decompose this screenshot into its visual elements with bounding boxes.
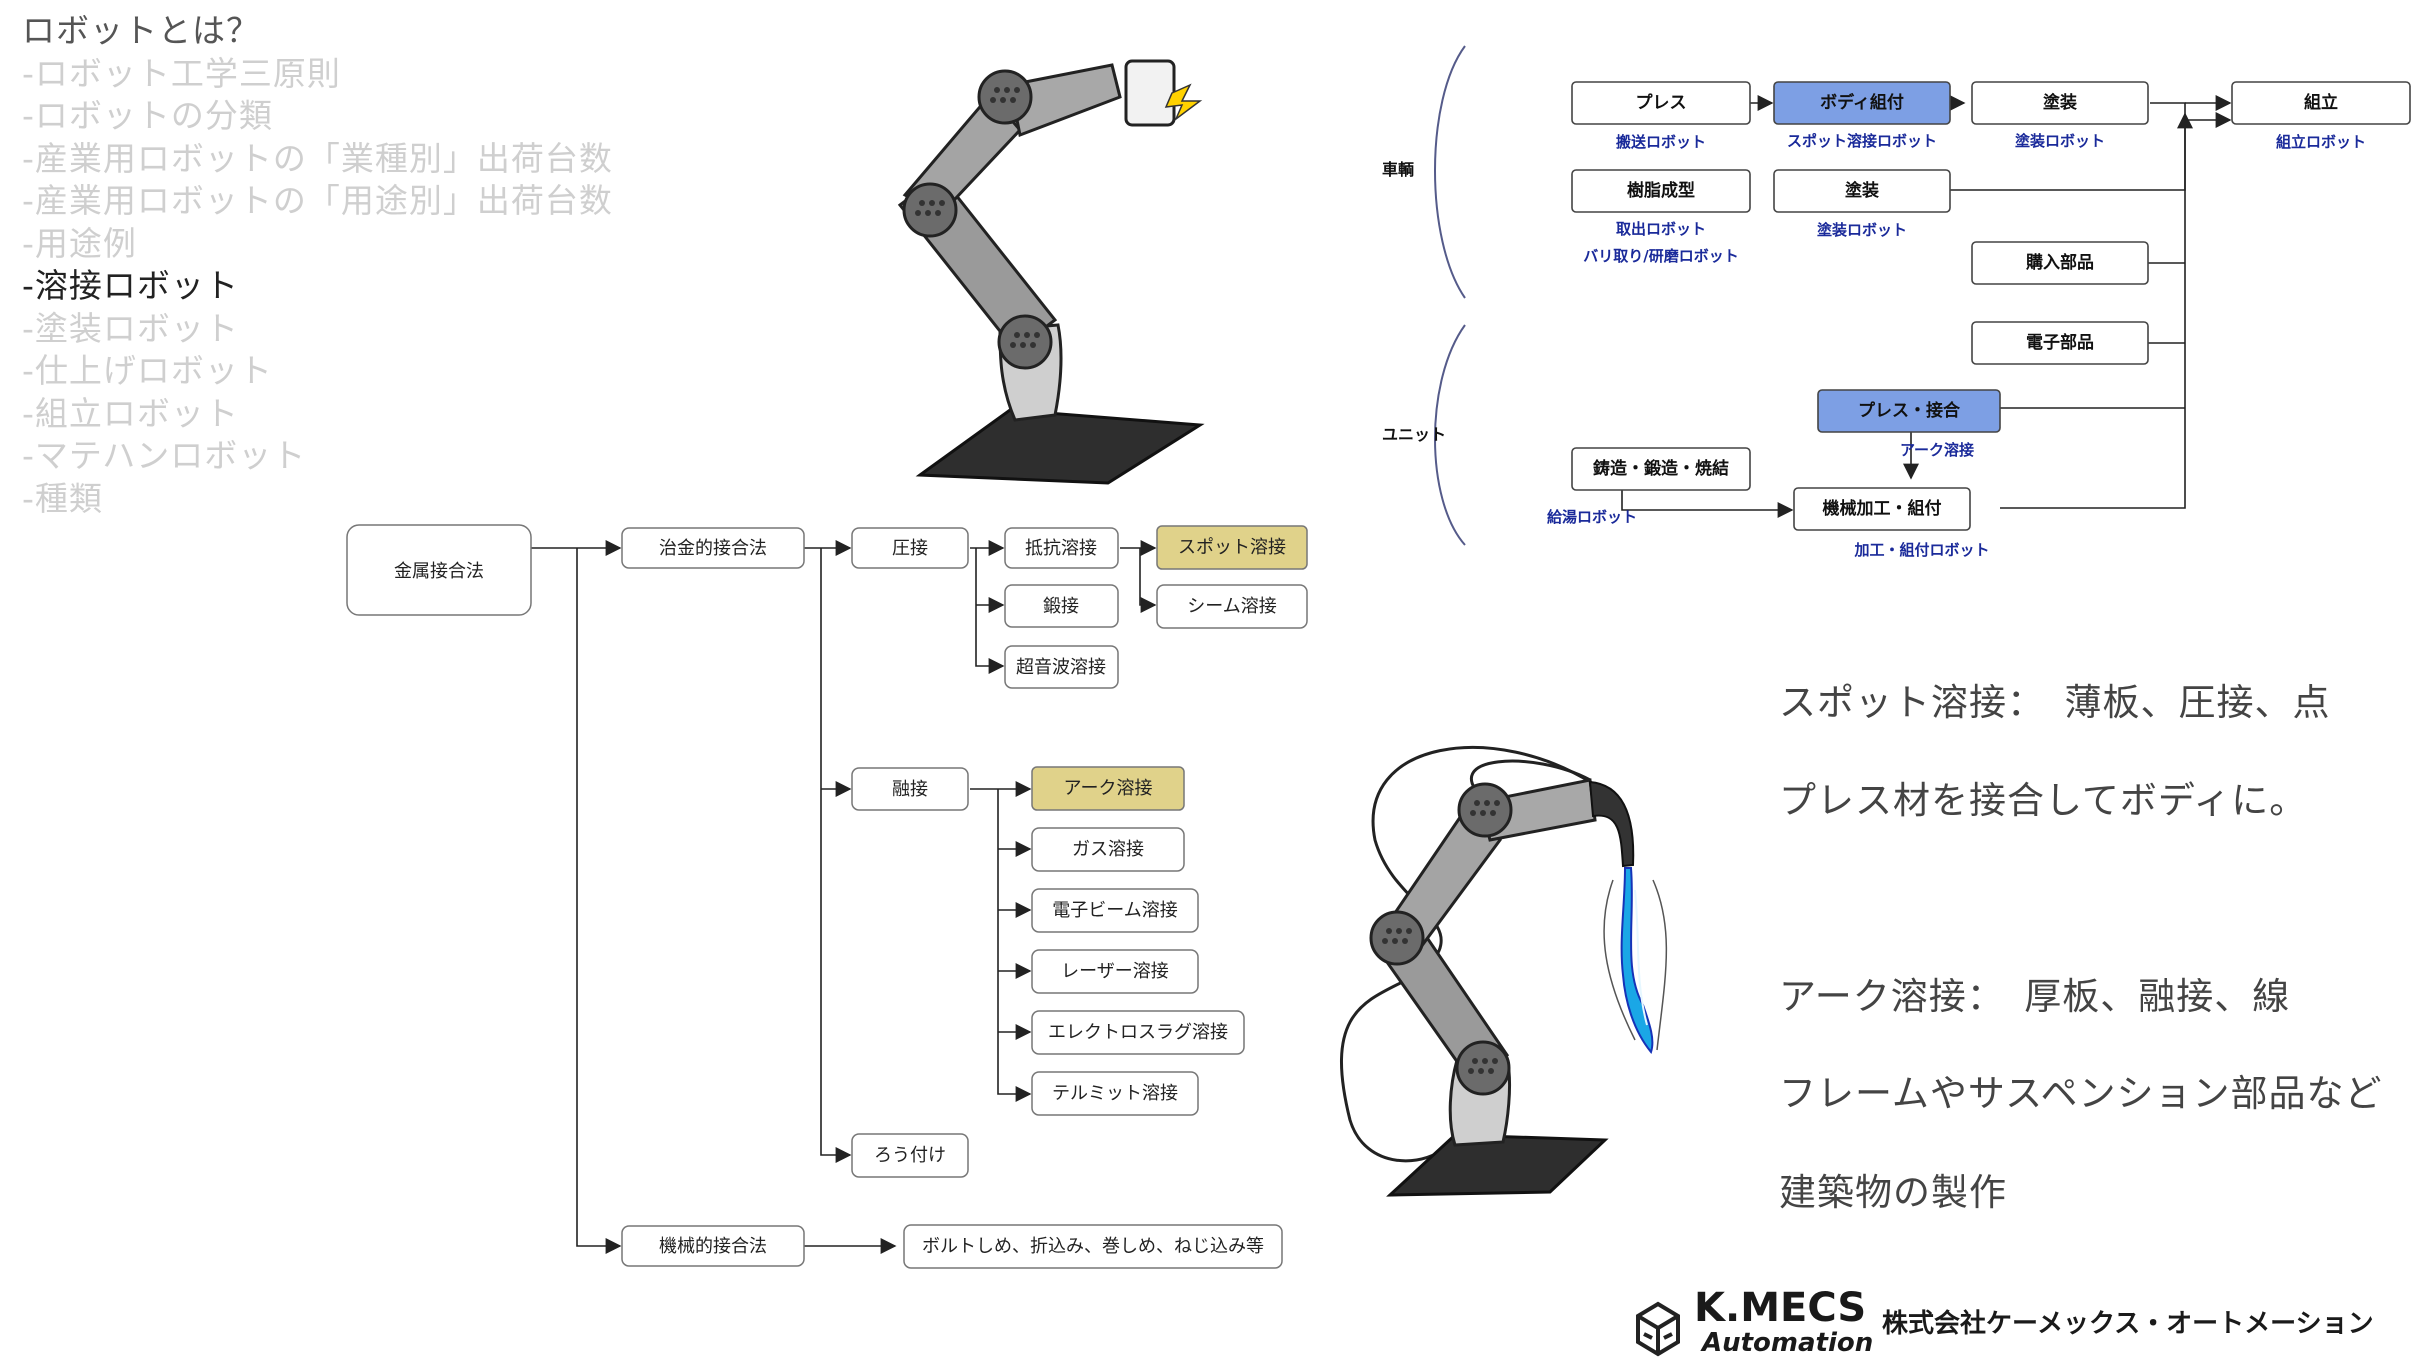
node-ultrasonic-label: 超音波溶接 xyxy=(1016,657,1106,678)
node-arc-welding xyxy=(1031,766,1185,811)
process-paint-2 xyxy=(1773,169,1951,213)
process-assembly xyxy=(2231,81,2411,125)
nav-item-shipments-application[interactable]: -産業用ロボットの「用途別」出荷台数 xyxy=(22,181,613,220)
node-forge-label: 鍛接 xyxy=(1043,596,1079,617)
node-mechanical-label: 機械的接合法 xyxy=(659,1236,767,1257)
node-spot-welding xyxy=(1156,525,1308,570)
process-press xyxy=(1571,81,1751,125)
node-thermit-welding xyxy=(1031,1071,1199,1116)
process-assembly-robot: 組立ロボット xyxy=(2276,133,2366,151)
process-paint-label: 塗装 xyxy=(2043,92,2077,113)
process-paint-2-robot: 塗装ロボット xyxy=(1817,221,1907,239)
process-electronic-parts xyxy=(1971,321,2149,365)
company-name: 株式会社ケーメックス・オートメーション xyxy=(1882,1308,2374,1339)
node-metal-joining xyxy=(346,524,532,616)
process-purchased-parts-label: 購入部品 xyxy=(2026,252,2094,273)
node-metallurgical-label: 治金的接合法 xyxy=(659,538,767,559)
node-electroslag-welding xyxy=(1031,1010,1245,1055)
process-paint xyxy=(1971,81,2149,125)
process-assembly-label: 組立 xyxy=(2304,92,2338,113)
nav-item-assembly-robot[interactable]: -組立ロボット xyxy=(22,393,239,433)
process-press-join-robot: アーク溶接 xyxy=(1900,441,1974,459)
nav-item-painting-robot[interactable]: -塗装ロボット xyxy=(22,308,239,348)
logo-sub-text: Automation xyxy=(1700,1328,1873,1358)
node-mechanical xyxy=(621,1225,805,1267)
spot-note-line2: プレス材を接合してボディに。 xyxy=(1779,779,2308,822)
node-resistance-label: 抵抗溶接 xyxy=(1025,538,1097,559)
node-laser-welding xyxy=(1031,949,1199,994)
nav-item-robot-what[interactable]: ロボットとは？ xyxy=(22,11,260,50)
node-pressure-label: 圧接 xyxy=(892,538,928,559)
process-press-join-label: プレス・接合 xyxy=(1858,400,1961,421)
node-metallurgical xyxy=(621,527,805,569)
node-arc-welding-label: アーク溶接 xyxy=(1064,778,1153,799)
nav-item-finishing-robot[interactable]: -仕上げロボット xyxy=(22,351,273,390)
process-press-robot: 搬送ロボット xyxy=(1616,133,1706,151)
nav-item-classification[interactable]: -ロボットの分類 xyxy=(22,96,273,135)
process-press-label: プレス xyxy=(1636,92,1687,113)
node-resistance xyxy=(1004,527,1119,569)
process-resin-robot-1: 取出ロボット xyxy=(1616,220,1706,238)
spot-note-line1: スポット溶接： 薄板、圧接、点 xyxy=(1779,681,2331,724)
process-press-join xyxy=(1817,389,2001,433)
node-brazing xyxy=(851,1133,969,1178)
process-electronic-parts-label: 電子部品 xyxy=(2026,332,2094,353)
node-laser-welding-label: レーザー溶接 xyxy=(1061,961,1169,982)
process-casting-label: 鋳造・鍛造・焼結 xyxy=(1593,458,1729,479)
node-gas-welding-label: ガス溶接 xyxy=(1072,839,1144,860)
node-fusion-label: 融接 xyxy=(892,779,928,800)
node-seam-welding xyxy=(1156,584,1308,629)
nav-item-three-laws[interactable]: -ロボット工学三原則 xyxy=(22,53,341,93)
unit-group-label: ユニット xyxy=(1382,425,1446,444)
nav-item-welding-robot[interactable]: -溶接ロボット xyxy=(22,266,239,305)
process-resin-molding xyxy=(1571,169,1751,213)
arc-note-line1: アーク溶接： 厚板、融接、線 xyxy=(1779,975,2291,1018)
process-casting-robot: 給湯ロボット xyxy=(1547,508,1637,526)
node-mechanical-methods-label: ボルトしめ、折込み、巻しめ、ねじ込み等 xyxy=(922,1236,1264,1257)
node-spot-welding-label: スポット溶接 xyxy=(1178,537,1286,558)
node-pressure xyxy=(851,527,969,569)
node-brazing-label: ろう付け xyxy=(874,1145,946,1166)
nav-item-shipments-industry[interactable]: -産業用ロボットの「業種別」出荷台数 xyxy=(22,138,613,178)
process-body-assembly xyxy=(1773,81,1951,125)
node-electroslag-welding-label: エレクトロスラグ溶接 xyxy=(1048,1022,1228,1043)
nav-item-examples[interactable]: -用途例 xyxy=(22,223,137,263)
node-ebeam-welding-label: 電子ビーム溶接 xyxy=(1052,900,1177,921)
process-casting xyxy=(1571,447,1751,491)
robot-arm-phone-illustration xyxy=(897,59,1205,485)
node-gas-welding xyxy=(1031,827,1185,872)
automotive-process-diagram: 車輌 ユニット プレス 搬送ロボット ボディ組付 スポット溶接ロボット 塗装 塗… xyxy=(1382,45,2411,559)
vehicle-group-label: 車輌 xyxy=(1382,160,1414,179)
node-ebeam-welding xyxy=(1031,888,1199,933)
process-purchased-parts xyxy=(1971,241,2149,285)
node-seam-welding-label: シーム溶接 xyxy=(1187,596,1276,617)
process-body-assembly-label: ボディ組付 xyxy=(1820,92,1904,113)
process-body-assembly-robot: スポット溶接ロボット xyxy=(1787,132,1937,150)
node-fusion xyxy=(851,767,969,811)
nav-item-types[interactable]: -種類 xyxy=(22,478,103,518)
node-metal-joining-label: 金属接合法 xyxy=(394,561,484,582)
arc-note-line2: フレームやサスペンション部品など xyxy=(1779,1072,2383,1115)
logo-main-text: K.MECS xyxy=(1694,1285,1866,1331)
process-resin-robot-2: バリ取り/研磨ロボット xyxy=(1583,247,1738,265)
arc-note-line3: 建築物の製作 xyxy=(1779,1171,2007,1214)
node-ultrasonic xyxy=(1004,645,1119,689)
node-forge xyxy=(1004,584,1119,628)
kmecs-logo: K.MECS Automation 株式会社ケーメックス・オートメーション xyxy=(1636,1285,2374,1358)
section-nav: ロボットとは？ -ロボット工学三原則 -ロボットの分類 -産業用ロボットの「業種… xyxy=(22,10,613,520)
node-thermit-welding-label: テルミット溶接 xyxy=(1052,1083,1178,1104)
welding-method-tree: 金属接合法 治金的接合法 圧接 抵抗溶接 スポット溶接 鍛接 シーム溶接 超音波… xyxy=(346,524,1308,1269)
process-machining xyxy=(1793,487,1971,531)
process-machining-label: 機械加工・組付 xyxy=(1823,498,1942,519)
process-machining-robot: 加工・組付ロボット xyxy=(1853,541,1989,559)
kmecs-logo-icon xyxy=(1636,1301,1680,1357)
process-paint-2-label: 塗装 xyxy=(1845,180,1879,201)
nav-item-material-handling-robot[interactable]: -マテハンロボット xyxy=(22,436,307,475)
process-resin-molding-label: 樹脂成型 xyxy=(1627,180,1695,201)
robot-arm-welding-illustration xyxy=(1339,745,1668,1197)
process-paint-robot: 塗装ロボット xyxy=(2015,132,2105,150)
node-mechanical-methods xyxy=(903,1224,1283,1269)
